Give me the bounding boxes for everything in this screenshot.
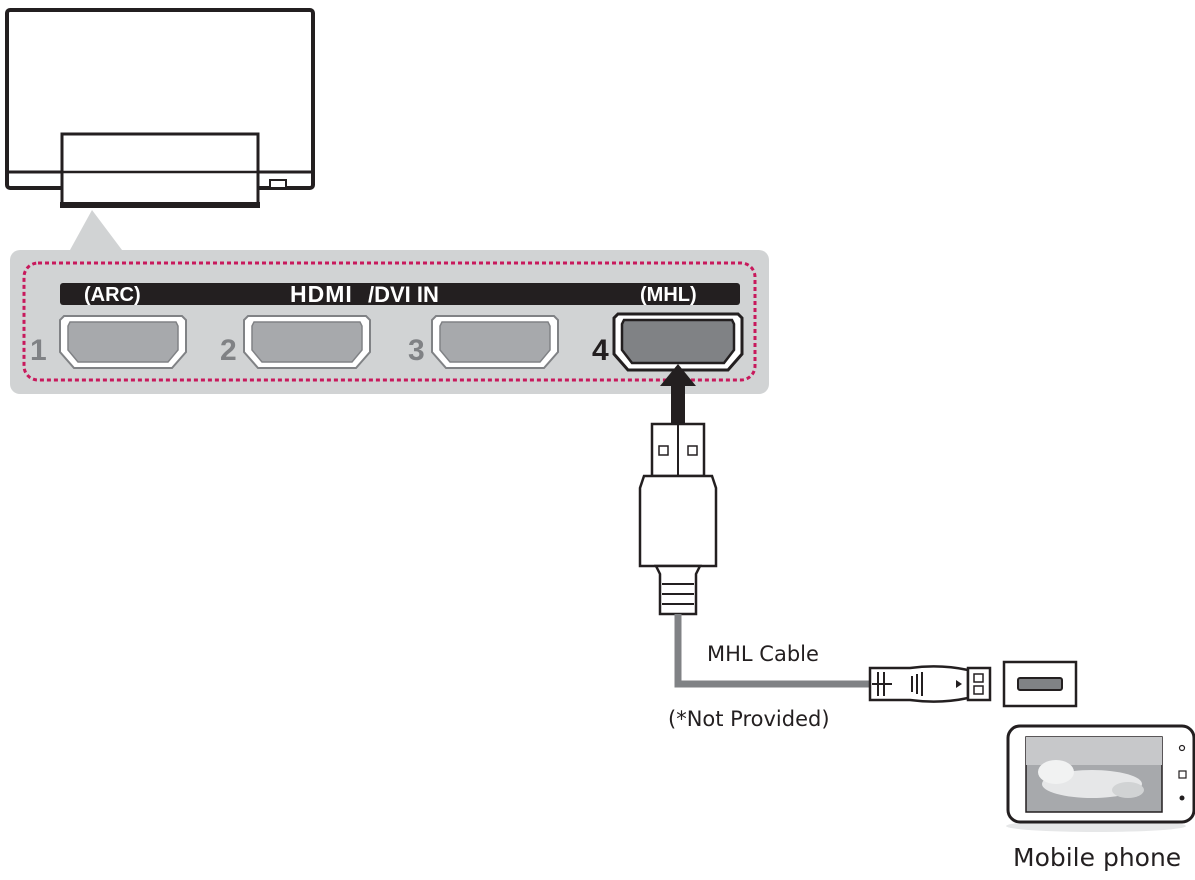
port-number-2: 2 [220, 334, 237, 367]
cable-note: (*Not Provided) [668, 707, 830, 731]
mobile-phone [1006, 726, 1194, 832]
hdmi-port-1 [60, 316, 186, 368]
micro-usb-plug [870, 666, 990, 701]
dvi-in-label: /DVI IN [368, 282, 439, 307]
port-number-4: 4 [592, 334, 609, 367]
hdmi-port-4 [614, 314, 742, 370]
hdmi-logo: HDMI [290, 281, 353, 307]
cable-label: MHL Cable [707, 642, 819, 666]
phone-port [1004, 662, 1076, 706]
mhl-label: (MHL) [640, 284, 697, 306]
port-number-1: 1 [30, 334, 47, 367]
port-number-3: 3 [408, 334, 425, 367]
hdmi-port-3 [432, 316, 558, 368]
port-panel: (ARC) HDMI /DVI IN (MHL) 1 2 3 4 [10, 250, 769, 394]
menu-icon [1180, 796, 1185, 801]
hdmi-port-2 [244, 316, 370, 368]
callout-pointer [70, 210, 122, 250]
tv-back [7, 10, 313, 208]
arc-label: (ARC) [84, 284, 141, 306]
hdmi-plug [640, 424, 716, 614]
device-label: Mobile phone [1013, 843, 1181, 872]
